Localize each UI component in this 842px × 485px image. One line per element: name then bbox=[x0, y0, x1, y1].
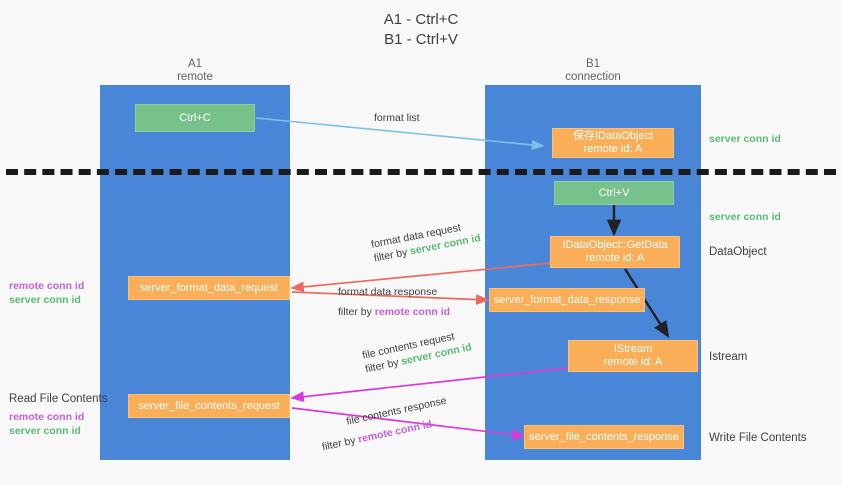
lane-header-b1: B1 connection bbox=[485, 58, 701, 84]
title-line-2: B1 - Ctrl+V bbox=[384, 31, 458, 48]
annotation-server-conn-id-top: server conn id bbox=[709, 133, 781, 145]
box-save-idataobject[interactable]: 保存IDataObject remote id: A bbox=[552, 128, 674, 158]
annotation-dataobject: DataObject bbox=[709, 246, 767, 258]
box-save-idataobject-line2: remote id: A bbox=[583, 143, 643, 155]
box-server-file-contents-response[interactable]: server_file_contents_response bbox=[524, 425, 684, 449]
arrow-getdata-to-istream bbox=[623, 268, 670, 339]
page-title: A1 - Ctrl+C B1 - Ctrl+V bbox=[0, 10, 842, 50]
box-idataobject-getdata[interactable]: IDataObject::GetData remote id: A bbox=[550, 236, 680, 268]
annotation-conn-ids-upper: remote conn id server conn id bbox=[9, 279, 84, 307]
arrow-file-contents-response bbox=[291, 407, 526, 440]
box-getdata-line1: IDataObject::GetData bbox=[562, 239, 668, 251]
annotation-conn-ids-lower: remote conn id server conn id bbox=[9, 410, 84, 438]
lane-a1-sub: remote bbox=[177, 71, 213, 83]
annotation-read-file-contents: Read File Contents bbox=[9, 393, 108, 405]
edge-label-format-data-response: format data response filter by remote co… bbox=[338, 285, 450, 319]
arrow-format-data-response bbox=[291, 291, 490, 305]
annotation-server-conn-id-mid: server conn id bbox=[709, 211, 781, 223]
filter-by-prefix-2: filter by bbox=[338, 306, 375, 318]
box-server-format-data-response[interactable]: server_format_data_response bbox=[489, 288, 645, 312]
annotation-remote-conn-id-2: remote conn id bbox=[9, 411, 85, 423]
box-istream[interactable]: IStream remote id: A bbox=[568, 340, 698, 372]
box-save-idataobject-line1: 保存IDataObject bbox=[572, 130, 654, 142]
section-divider bbox=[6, 169, 836, 175]
box-server-format-data-request[interactable]: server_format_data_request bbox=[128, 276, 290, 300]
annotation-istream: Istream bbox=[709, 351, 748, 363]
box-server-format-data-request-label: server_format_data_request bbox=[139, 281, 279, 294]
edge-label-format-list: format list bbox=[374, 111, 420, 125]
annotation-write-file-contents: Write File Contents bbox=[709, 432, 807, 444]
edge-label-format-list-text: format list bbox=[374, 112, 420, 124]
annotation-server-conn-id-1: server conn id bbox=[9, 294, 81, 306]
arrow-file-contents-request bbox=[290, 367, 569, 403]
box-ctrl-c-label: Ctrl+C bbox=[179, 111, 211, 124]
box-server-file-contents-request-label: server_file_contents_request bbox=[138, 399, 280, 412]
box-server-file-contents-response-label: server_file_contents_response bbox=[529, 430, 679, 443]
box-ctrl-v[interactable]: Ctrl+V bbox=[554, 181, 674, 205]
lane-header-a1: A1 remote bbox=[100, 58, 290, 84]
edge-label-format-data-response-text: format data response bbox=[338, 286, 438, 298]
box-ctrl-v-label: Ctrl+V bbox=[598, 186, 630, 199]
title-line-1: A1 - Ctrl+C bbox=[383, 11, 459, 28]
lane-b1-sub: connection bbox=[565, 71, 621, 83]
box-istream-line1: IStream bbox=[613, 343, 653, 355]
annotation-server-conn-id-2: server conn id bbox=[9, 425, 81, 437]
arrow-format-data-request bbox=[290, 262, 552, 293]
remote-conn-id-ref-1: remote conn id bbox=[374, 306, 451, 318]
box-ctrl-c[interactable]: Ctrl+C bbox=[135, 104, 255, 132]
box-server-format-data-response-label: server_format_data_response bbox=[493, 293, 641, 306]
box-istream-line2: remote id: A bbox=[603, 356, 663, 368]
annotation-remote-conn-id-1: remote conn id bbox=[9, 280, 85, 292]
arrow-format-list bbox=[255, 117, 545, 151]
box-server-file-contents-request[interactable]: server_file_contents_request bbox=[128, 394, 290, 418]
lane-b1-name: B1 bbox=[585, 58, 601, 70]
edge-label-format-data-response-filter: filter by remote conn id bbox=[338, 305, 450, 319]
lane-a1-name: A1 bbox=[187, 58, 203, 70]
box-getdata-line2: remote id: A bbox=[585, 252, 645, 264]
